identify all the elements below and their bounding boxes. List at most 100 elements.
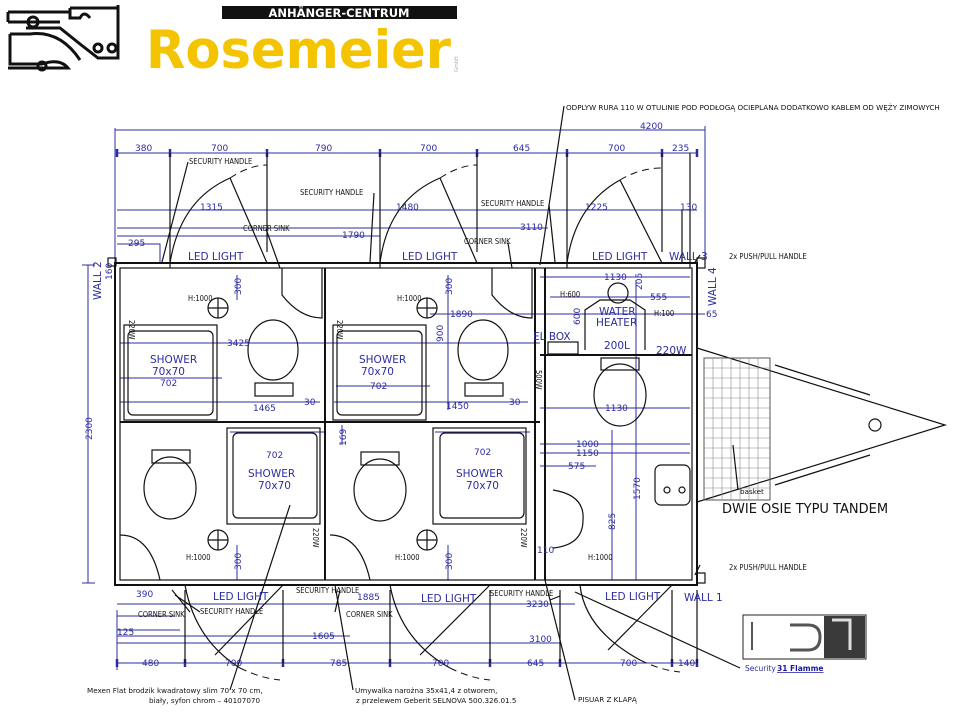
height-label: H:600 bbox=[560, 290, 580, 299]
logo-band-text: ANHÄNGER-CENTRUM bbox=[269, 5, 410, 20]
dim: 140 bbox=[678, 659, 695, 669]
company-logo: ANHÄNGER-CENTRUM Rosemeier GmbH bbox=[6, 5, 460, 81]
shower-size: 70x70 bbox=[258, 480, 291, 492]
logo-suffix: GmbH bbox=[454, 56, 460, 72]
dim: 1465 bbox=[253, 404, 276, 414]
wall-corner-marker bbox=[107, 257, 117, 267]
height-label: H:1000 bbox=[186, 553, 211, 562]
water-heater bbox=[584, 299, 646, 350]
dim: 645 bbox=[527, 659, 544, 669]
led-light-label: LED LIGHT bbox=[592, 251, 648, 263]
shower-size: 70x70 bbox=[466, 480, 499, 492]
heater-500w: 500W bbox=[534, 370, 543, 390]
dim: 1570 bbox=[633, 477, 643, 500]
heater-220w: 220W bbox=[656, 345, 687, 357]
push-pull-handle-top bbox=[696, 257, 706, 269]
dim: 600 bbox=[573, 308, 583, 325]
notes: Mexen Flat brodzik kwadratowy slim 70 x … bbox=[87, 487, 888, 705]
wall-3-label: WALL 3 bbox=[669, 251, 708, 263]
dim: 160 bbox=[105, 263, 115, 280]
dim: 575 bbox=[568, 462, 585, 472]
security-handle-label: SECURITY HANDLE bbox=[490, 589, 553, 598]
security-handle-label: SECURITY HANDLE bbox=[200, 607, 263, 616]
fixtures bbox=[119, 268, 691, 581]
dim: 1890 bbox=[450, 310, 473, 320]
dim: 130 bbox=[680, 203, 697, 213]
dim: 295 bbox=[128, 239, 145, 249]
dim: 700 bbox=[211, 144, 228, 154]
dim: 900 bbox=[436, 325, 446, 342]
dim: 65 bbox=[706, 310, 717, 320]
dim: 300 bbox=[445, 278, 455, 295]
corner-sink-label: CORNER SINK bbox=[138, 610, 185, 619]
dim: 700 bbox=[620, 659, 637, 669]
wall-1-label: WALL 1 bbox=[684, 592, 723, 604]
logo-band bbox=[222, 6, 457, 19]
dim: 555 bbox=[650, 293, 667, 303]
dim: 1480 bbox=[396, 203, 419, 213]
dim: 3110 bbox=[520, 223, 543, 233]
corner-sinks bbox=[119, 268, 584, 581]
security-label: Security bbox=[745, 664, 776, 673]
container-walls bbox=[107, 257, 706, 586]
corner-sink-label: CORNER SINK bbox=[243, 224, 290, 233]
dim: 702 bbox=[474, 448, 491, 458]
top-labels: SECURITY HANDLE SECURITY HANDLE SECURITY… bbox=[188, 157, 807, 263]
logo-name: Rosemeier bbox=[146, 20, 451, 81]
dim: 1885 bbox=[357, 593, 380, 603]
height-labels: H:1000 H:1000 H:1000 H:1000 H:1000 H:600… bbox=[186, 290, 674, 562]
electric-box-label: EL BOX bbox=[533, 331, 571, 343]
dim: 390 bbox=[136, 590, 153, 600]
dim: 700 bbox=[225, 659, 242, 669]
shower-tray-2 bbox=[332, 324, 427, 421]
shower-tray-note: biały, syfon chrom – 40107070 bbox=[149, 696, 260, 705]
water-heater-label: WATER bbox=[599, 306, 636, 318]
dim: 30 bbox=[304, 398, 316, 408]
shower-label: SHOWER bbox=[150, 354, 197, 366]
dim: 702 bbox=[370, 382, 387, 392]
shower-label: SHOWER bbox=[248, 468, 295, 480]
dim: 1130 bbox=[604, 273, 627, 283]
dim: 110 bbox=[537, 546, 554, 556]
shower-tray-4 bbox=[432, 427, 527, 525]
dim: 825 bbox=[608, 513, 618, 530]
sink-note: z przelewem Geberit SELNOVA 500.326.01.5 bbox=[356, 696, 517, 705]
dim: 1790 bbox=[342, 231, 365, 241]
dim: 790 bbox=[315, 144, 332, 154]
dim: 1130 bbox=[605, 404, 628, 414]
bottom-labels: 390 125 1885 1605 3230 3100 480 700 785 … bbox=[117, 563, 807, 669]
right-dimensions: 1130 205 555 65 600 1130 1000 1150 575 1… bbox=[533, 267, 719, 556]
dim: 1605 bbox=[312, 632, 335, 642]
doors bbox=[169, 164, 681, 681]
heater-220w: 220W bbox=[335, 320, 344, 340]
security-product-link[interactable]: 31 Flamme bbox=[777, 664, 824, 673]
heater-220w: 220W bbox=[519, 528, 528, 548]
shower-label: SHOWER bbox=[456, 468, 503, 480]
dim: 235 bbox=[672, 144, 689, 154]
floor-drains bbox=[207, 297, 438, 551]
dim: 300 bbox=[234, 553, 244, 570]
security-handle-label: SECURITY HANDLE bbox=[481, 199, 544, 208]
dim: 700 bbox=[608, 144, 625, 154]
height-label: H:1000 bbox=[397, 294, 422, 303]
dim: 1225 bbox=[585, 203, 608, 213]
dim: 1150 bbox=[576, 449, 599, 459]
dim: 785 bbox=[330, 659, 347, 669]
height-label: H:100 bbox=[654, 309, 674, 318]
water-heater-capacity: 200L bbox=[604, 340, 630, 352]
shower-label: SHOWER bbox=[359, 354, 406, 366]
dim: 3100 bbox=[529, 635, 552, 645]
height-label: H:1000 bbox=[188, 294, 213, 303]
drain-note: ODPLYW RURA 110 W OTULINIE POD PODŁOGĄ O… bbox=[566, 103, 940, 112]
dim: 702 bbox=[266, 451, 283, 461]
toilets bbox=[143, 319, 647, 522]
dim: 205 bbox=[635, 273, 645, 290]
led-light-label: LED LIGHT bbox=[188, 251, 244, 263]
security-handle-label: SECURITY HANDLE bbox=[189, 157, 252, 166]
dim: 3425 bbox=[227, 339, 250, 349]
push-pull-handle-bottom bbox=[696, 572, 706, 584]
interior-dimensions: 300 3425 702 1465 30 300 1890 900 702 14… bbox=[160, 278, 521, 570]
dim: 700 bbox=[432, 659, 449, 669]
drawbar bbox=[696, 347, 948, 503]
